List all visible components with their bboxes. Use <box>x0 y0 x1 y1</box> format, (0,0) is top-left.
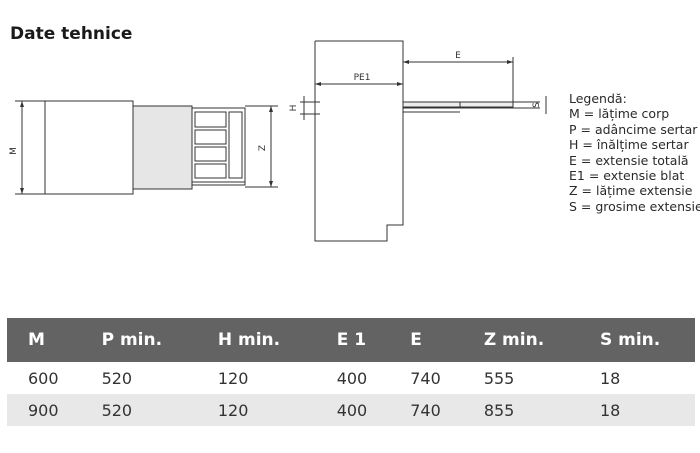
table-cell: 400 <box>315 394 390 426</box>
table-cell: 900 <box>7 394 81 426</box>
table-cell: 555 <box>483 368 515 388</box>
column-header: H min. <box>196 318 316 362</box>
column-header: M <box>7 318 81 362</box>
column-header: P min. <box>80 318 197 362</box>
table-cell: 120 <box>217 368 249 388</box>
dimension-h-label: H <box>289 105 299 112</box>
table-row: 900 520 120 400 740 855 18 <box>7 394 695 426</box>
column-header: E 1 <box>315 318 390 362</box>
legend-item: M = lățime corp <box>569 106 670 122</box>
table-cell: 520 <box>80 394 197 426</box>
legend-item: E1 = extensie blat <box>569 168 685 184</box>
table-header-row: M P min. H min. E 1 E Z min. S min. <box>7 318 695 362</box>
legend-item: S = grosime extensie <box>569 198 700 214</box>
dimension-z-label: Z <box>258 145 268 151</box>
legend-item: E = extensie totală <box>569 152 689 168</box>
side-view-diagram <box>300 40 547 242</box>
table-cell: 18 <box>578 394 695 426</box>
column-header: E <box>389 318 463 362</box>
table-cell: 740 <box>389 394 463 426</box>
dimension-s-label: S <box>532 102 542 108</box>
column-header: Z min. <box>462 318 579 362</box>
table-cell: 855 <box>462 394 579 426</box>
specs-table: M P min. H min. E 1 E Z min. S min. 600 … <box>7 318 695 426</box>
dimension-e-label: E <box>455 51 461 61</box>
front-view-diagram <box>15 100 278 195</box>
legend-item: H = înălțime sertar <box>569 137 689 153</box>
table-cell: 120 <box>196 394 316 426</box>
dimension-m-label: M <box>9 147 19 155</box>
table-cell: 740 <box>410 368 441 388</box>
legend: Legendă: M = lățime corp P = adâncime se… <box>569 91 700 214</box>
page-title: Date tehnice <box>10 24 133 44</box>
column-header: S min. <box>578 318 695 362</box>
dimension-pe1-label: PE1 <box>354 73 371 83</box>
legend-item: P = adâncime sertar <box>569 121 698 137</box>
technical-drawing: M Z H PE1 E S <box>9 40 547 242</box>
legend-item: Z = lățime extensie <box>569 183 693 199</box>
table-row: 600 520 120 400 740 555 18 <box>7 362 695 394</box>
table-cell: 600 <box>28 368 59 388</box>
table-cell: 400 <box>336 368 368 388</box>
table-cell: 18 <box>599 368 621 388</box>
table-cell: 520 <box>101 368 133 388</box>
legend-heading: Legendă: <box>569 91 627 106</box>
